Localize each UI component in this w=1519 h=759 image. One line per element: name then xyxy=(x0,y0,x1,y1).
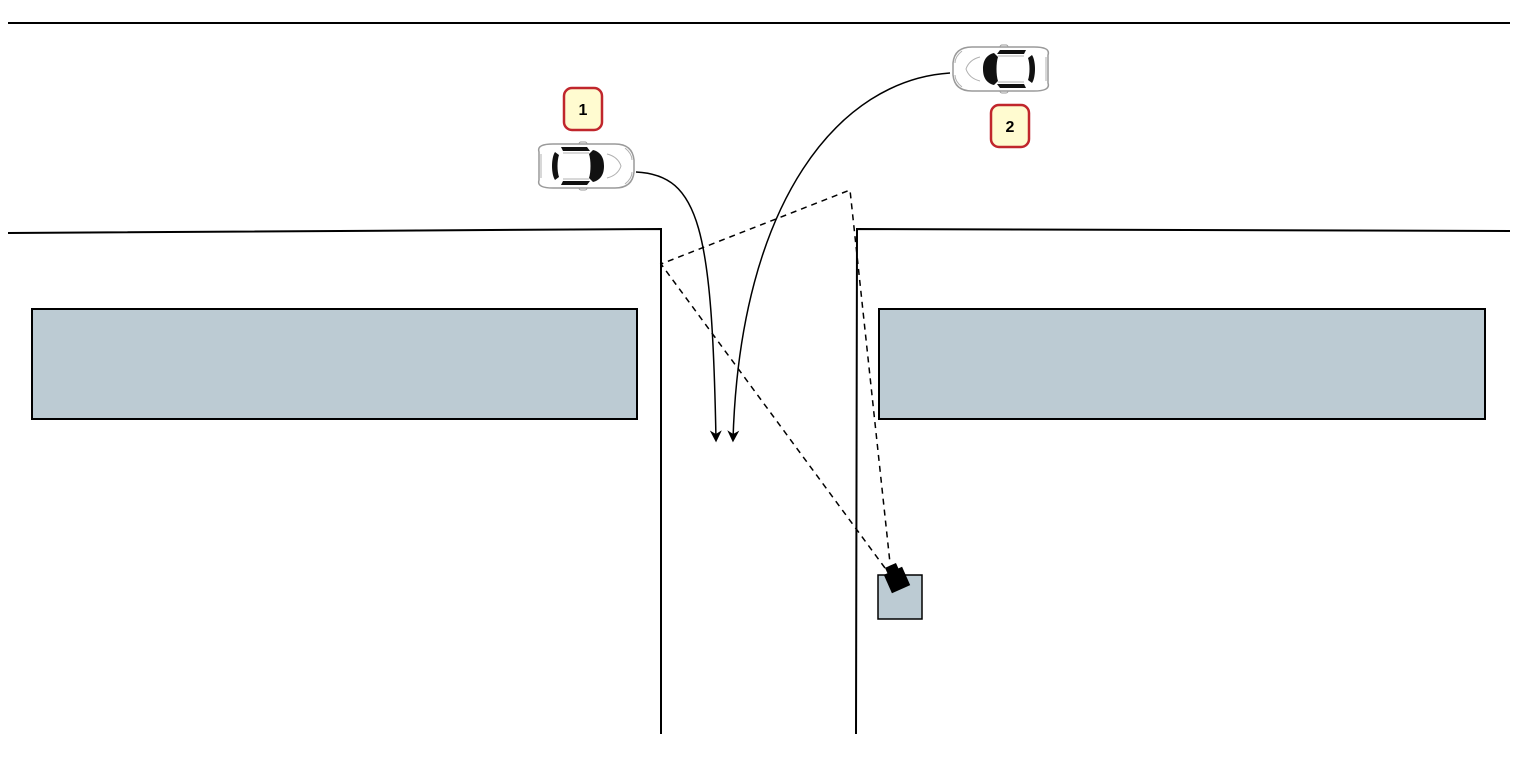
car-icon xyxy=(537,141,635,191)
vehicle-1-label-text: 1 xyxy=(579,102,588,119)
building-right xyxy=(878,308,1486,420)
vehicle-2-label-text: 2 xyxy=(1006,119,1015,136)
camera-icon xyxy=(883,562,911,594)
vehicle-2-path xyxy=(727,72,951,443)
road-edge-right-corner xyxy=(855,227,1511,735)
vehicle-1-path xyxy=(635,171,722,443)
vehicle-1-label: 1 xyxy=(562,86,604,132)
vehicle-2-label: 2 xyxy=(989,103,1031,149)
car-icon xyxy=(952,44,1050,94)
road-edge-left-corner xyxy=(7,227,662,734)
building-left xyxy=(31,308,638,420)
camera-view-cone xyxy=(659,188,891,569)
